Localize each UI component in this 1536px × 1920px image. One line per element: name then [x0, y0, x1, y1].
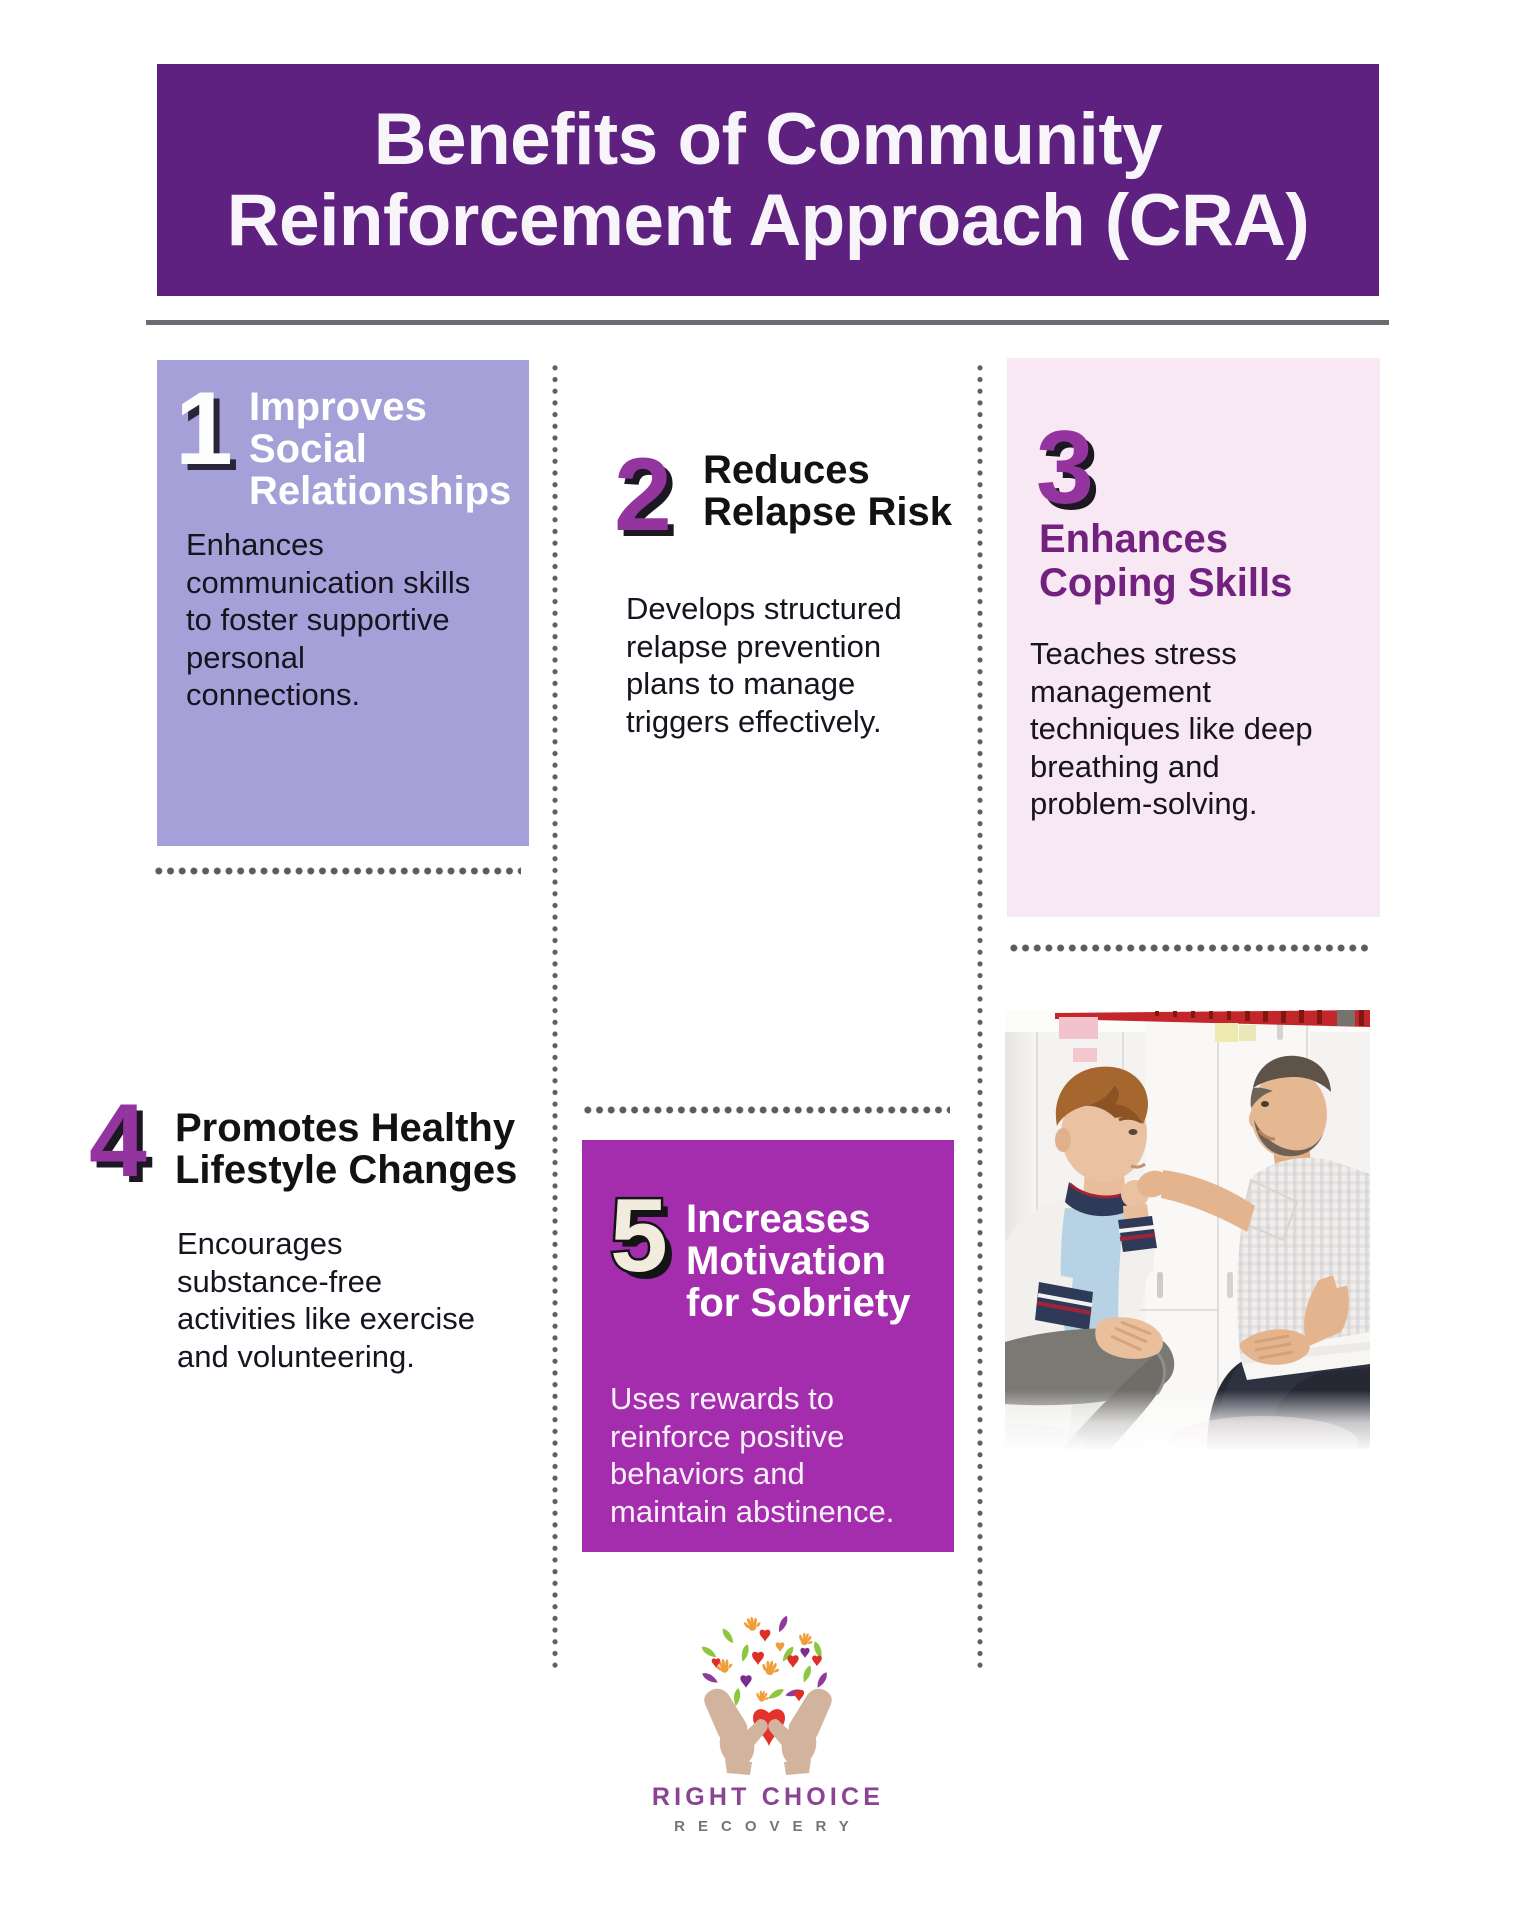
benefit-description-5: Uses rewards to reinforce positive behav… [610, 1381, 895, 1529]
benefit-title-2: Reduces Relapse Risk [703, 448, 953, 534]
benefit-number-2: 2 [614, 437, 672, 553]
horizontal-dotted-line-3 [1008, 944, 1369, 952]
benefit-number-5: 5 [608, 1178, 671, 1294]
vertical-dotted-line-right [977, 362, 983, 1668]
benefit-title-4: Promotes Healthy Lifestyle Changes [175, 1106, 518, 1192]
benefit-number-3: 3 [1036, 410, 1094, 526]
page-title: Benefits of Community Reinforcement Appr… [226, 99, 1310, 261]
logo-leaves-purple-icon [700, 1614, 830, 1699]
horizontal-dotted-line-5 [582, 1106, 950, 1114]
benefit-number-4: 4 [89, 1083, 147, 1199]
benefit-number-1: 1 [175, 371, 233, 487]
brand-name: RIGHT CHOICE [651, 1783, 885, 1811]
counseling-photo [1005, 1010, 1370, 1449]
logo-hands-icon [704, 1688, 832, 1775]
benefit-card-5: 5 Increases Motivation for Sobriety Uses… [582, 1140, 954, 1552]
benefit-card-1: 1 Improves Social Relationships Enhances… [157, 360, 529, 846]
benefit-title-1: Improves Social Relationships [249, 385, 512, 513]
benefit-description-4: Encourages substance-free activities lik… [177, 1226, 476, 1374]
brand-subtitle: RECOVERY [674, 1818, 862, 1835]
logo-tree-icon [699, 1614, 832, 1775]
header-divider [146, 320, 1389, 325]
horizontal-dotted-line-1 [153, 867, 521, 875]
header-band: Benefits of Community Reinforcement Appr… [157, 64, 1379, 296]
vertical-dotted-line-left [552, 362, 558, 1668]
benefit-title-5: Increases Motivation for Sobriety [686, 1197, 911, 1325]
benefit-card-3: 3 Enhances Coping Skills Teaches stress … [1007, 358, 1380, 917]
benefit-description-2: Develops structured relapse prevention p… [626, 591, 902, 739]
benefit-title-3: Enhances Coping Skills [1039, 517, 1293, 605]
benefit-description-3: Teaches stress management techniques lik… [1030, 636, 1313, 821]
benefit-description-1: Enhances communication skills to foster … [186, 527, 471, 712]
